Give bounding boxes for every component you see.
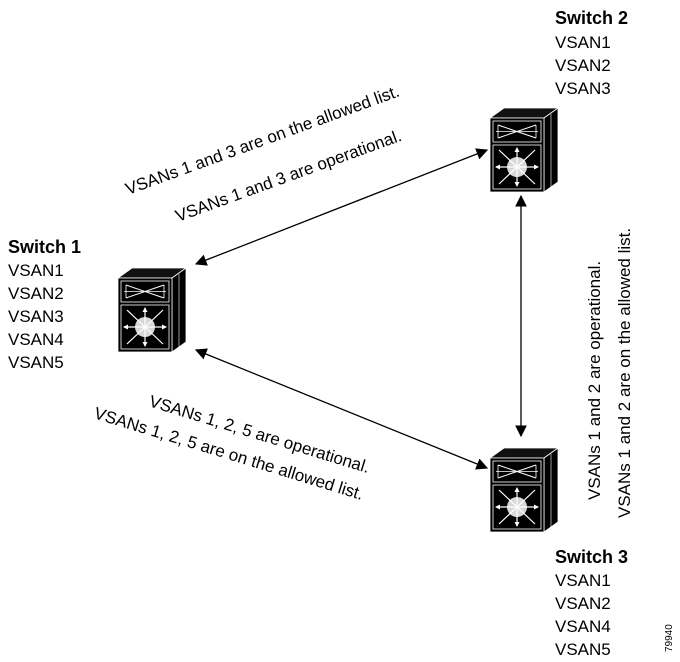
switch-3-title: Switch 3: [555, 547, 628, 567]
switch-1-title: Switch 1: [8, 237, 81, 257]
switch-3-vsan: VSAN4: [555, 617, 611, 636]
switch-2-title: Switch 2: [555, 8, 628, 28]
switch-2-vsan: VSAN2: [555, 56, 611, 75]
switch-2-vsan: VSAN3: [555, 79, 611, 98]
switch-1-icon: [117, 267, 187, 353]
link-s2-s3-allowed-label: VSANs 1 and 2 are on the allowed list.: [615, 228, 634, 518]
switch-3-icon: [489, 447, 559, 533]
switch-1-vsan: VSAN3: [8, 307, 64, 326]
link-s2-s3-operational-label: VSANs 1 and 2 are operational.: [585, 261, 604, 500]
switch-3-vsan: VSAN2: [555, 594, 611, 613]
switch-1-vsan: VSAN5: [8, 353, 64, 372]
link-s1-s2: [194, 148, 489, 266]
switch-3-vsan: VSAN1: [555, 571, 611, 590]
link-s1-s2-operational-label: VSANs 1 and 3 are operational.: [173, 126, 404, 226]
switch-1-vsan: VSAN2: [8, 284, 64, 303]
switch-2-vsan: VSAN1: [555, 33, 611, 52]
switch-1-vsan: VSAN4: [8, 330, 64, 349]
switch-3-vsan: VSAN5: [555, 640, 611, 659]
switch-1-vsan: VSAN1: [8, 261, 64, 280]
figure-id: 79940: [664, 624, 675, 652]
link-s1-s3: [194, 348, 489, 470]
switch-2-icon: [489, 107, 559, 193]
